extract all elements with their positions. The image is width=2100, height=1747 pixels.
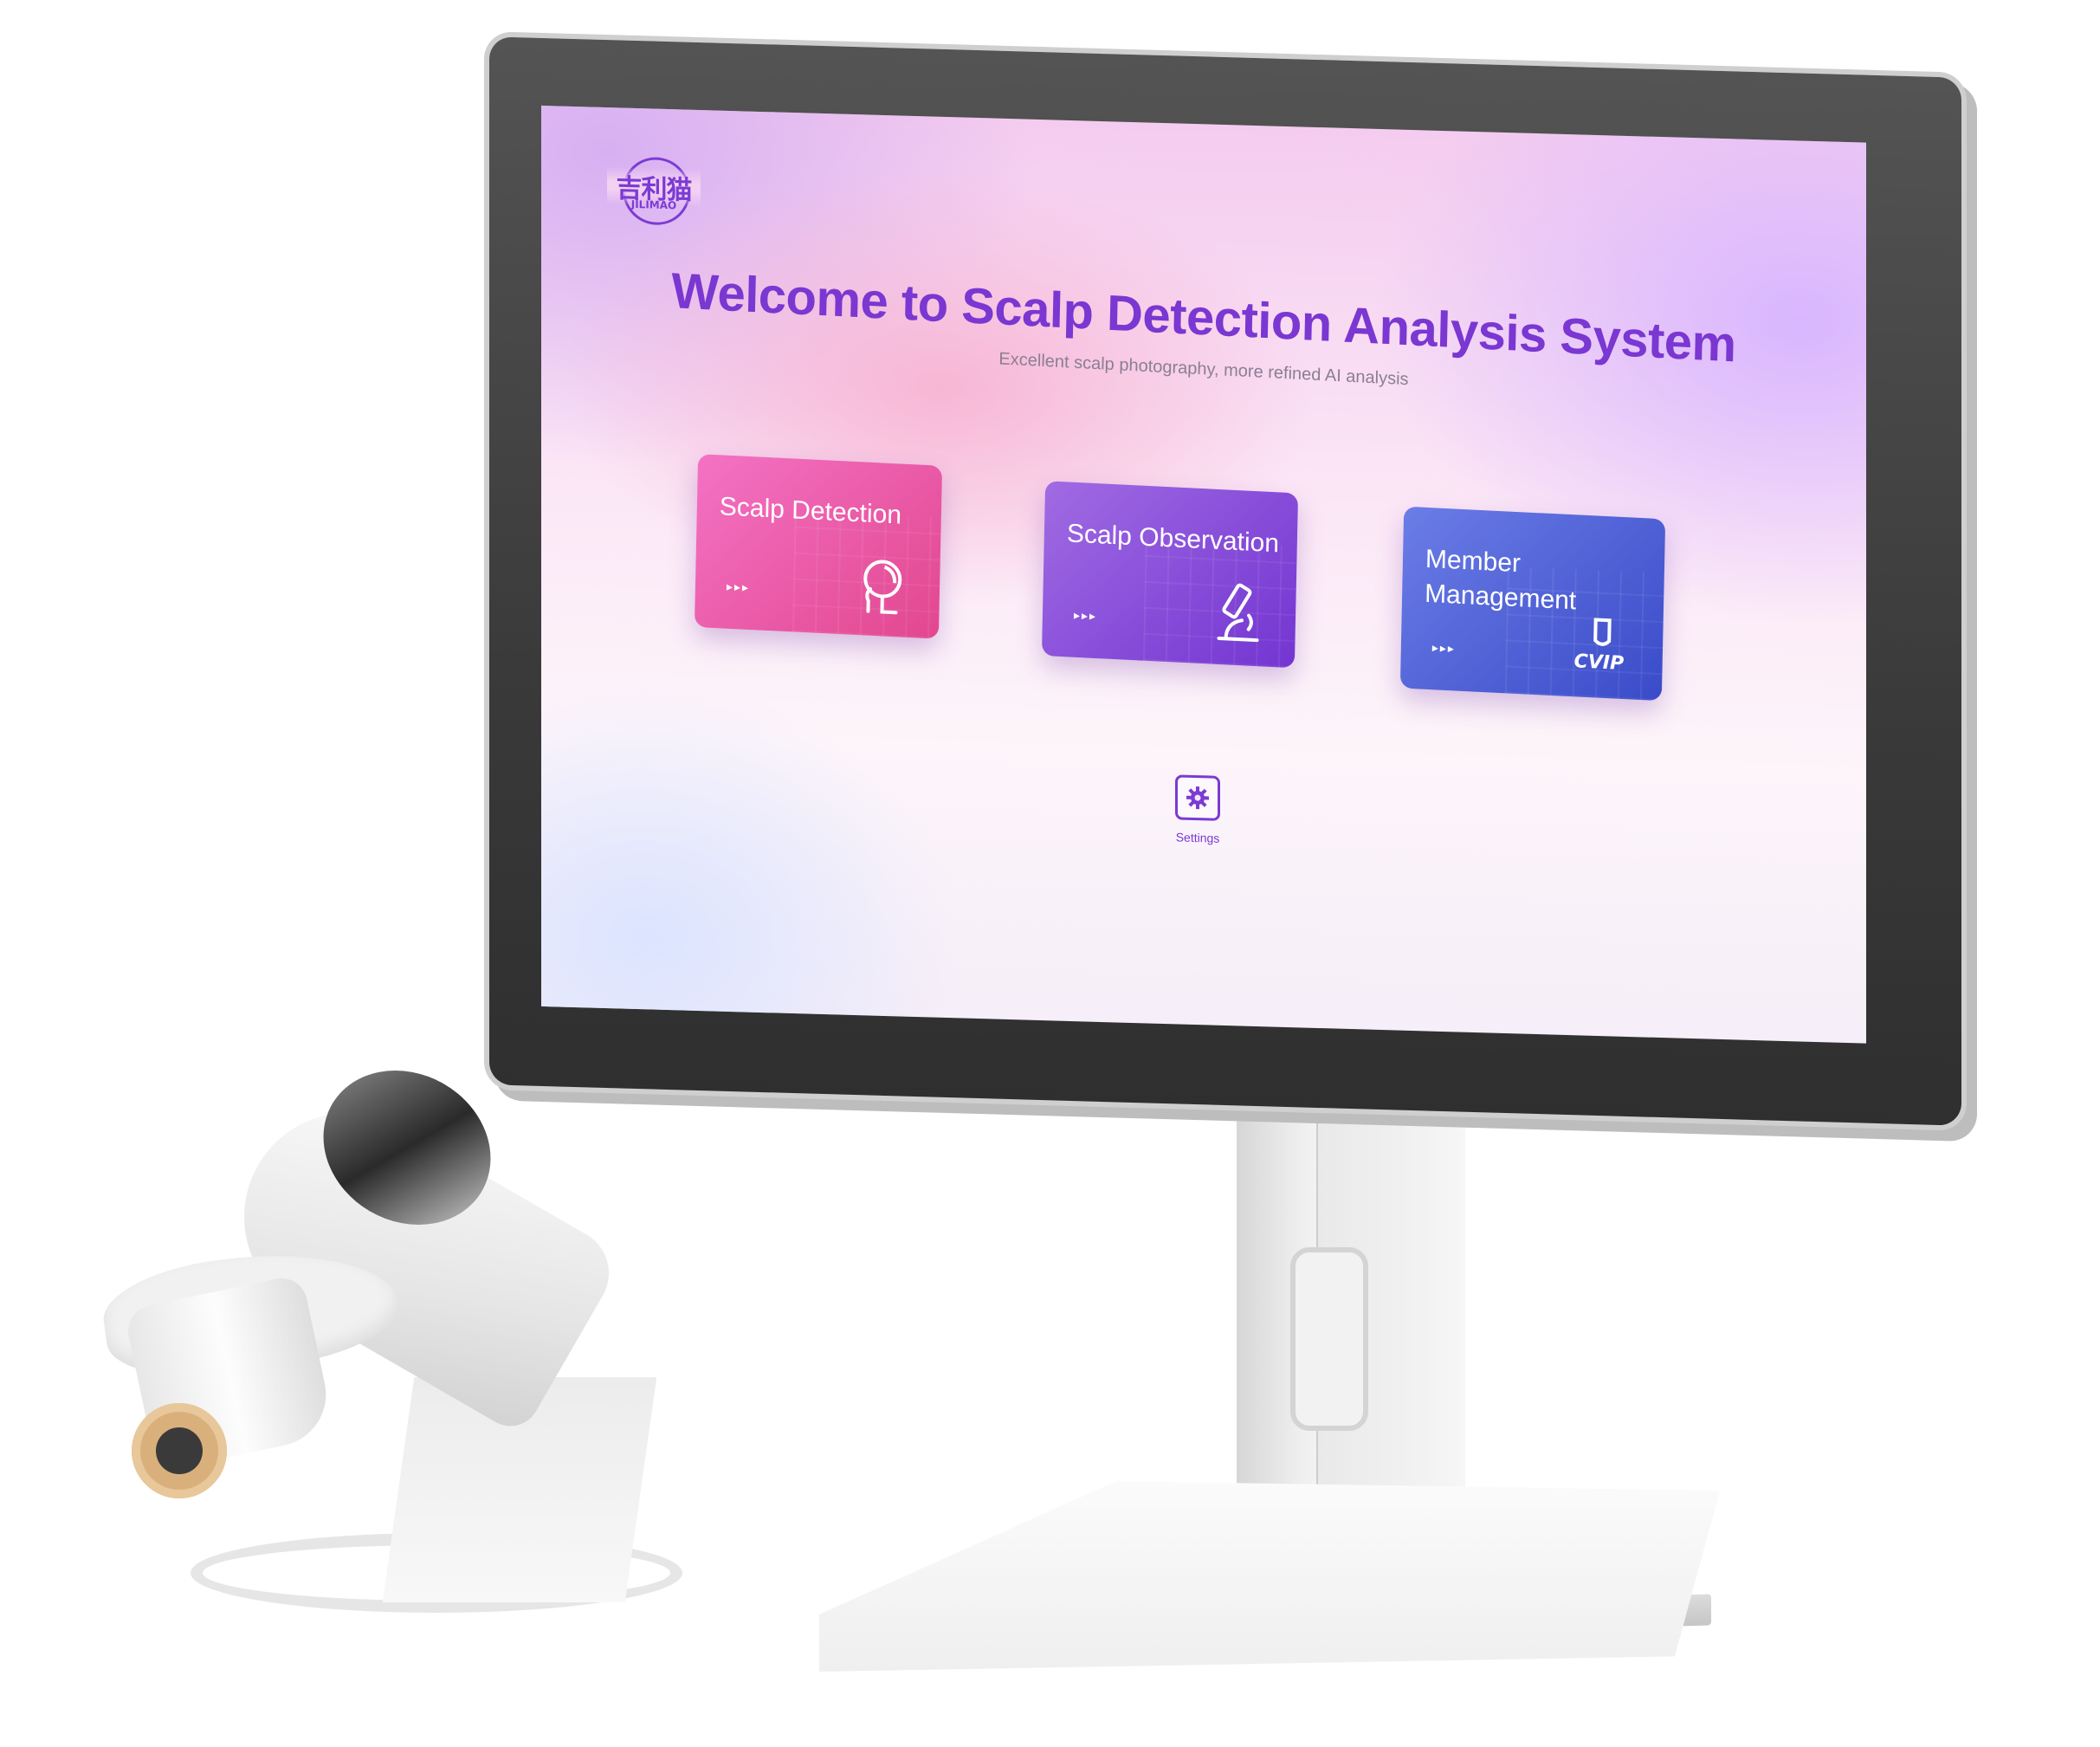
card-label: Scalp Observation [1066,519,1280,559]
settings-control[interactable]: Settings [1163,774,1232,845]
monitor: 吉利猫 JILIMAO Welcome to Scalp Detection A… [489,36,1961,1126]
arrow-indicator: ▸▸▸ [726,579,751,595]
settings-label: Settings [1175,830,1220,845]
gear-icon [1186,786,1209,810]
cable-slot [1290,1247,1368,1431]
device-lens-center [156,1427,203,1474]
brand-logo: 吉利猫 JILIMAO [607,140,701,233]
scalp-camera-device [97,1040,682,1613]
logo-english-text: JILIMAO [630,197,677,212]
card-label: Member Management [1425,542,1578,618]
screen: 吉利猫 JILIMAO Welcome to Scalp Detection A… [541,105,1866,1044]
arrow-indicator: ▸▸▸ [1073,607,1098,624]
settings-button[interactable] [1175,774,1220,821]
svg-text:CVIP: CVIP [1573,650,1624,675]
head-profile-icon [863,560,902,615]
monitor-base [819,1481,1720,1672]
member-management-card[interactable]: Member Management ▸▸▸ CVIP [1399,506,1666,702]
scalp-observation-card[interactable]: Scalp Observation ▸▸▸ [1041,481,1299,669]
card-label-line-2: Management [1424,579,1577,616]
card-label: Scalp Detection [719,492,902,530]
arrow-indicator: ▸▸▸ [1431,640,1457,656]
scalp-detection-card[interactable]: Scalp Detection ▸▸▸ [694,454,943,639]
vip-member-icon: CVIP [1573,618,1624,675]
microscope-icon [1217,583,1259,643]
